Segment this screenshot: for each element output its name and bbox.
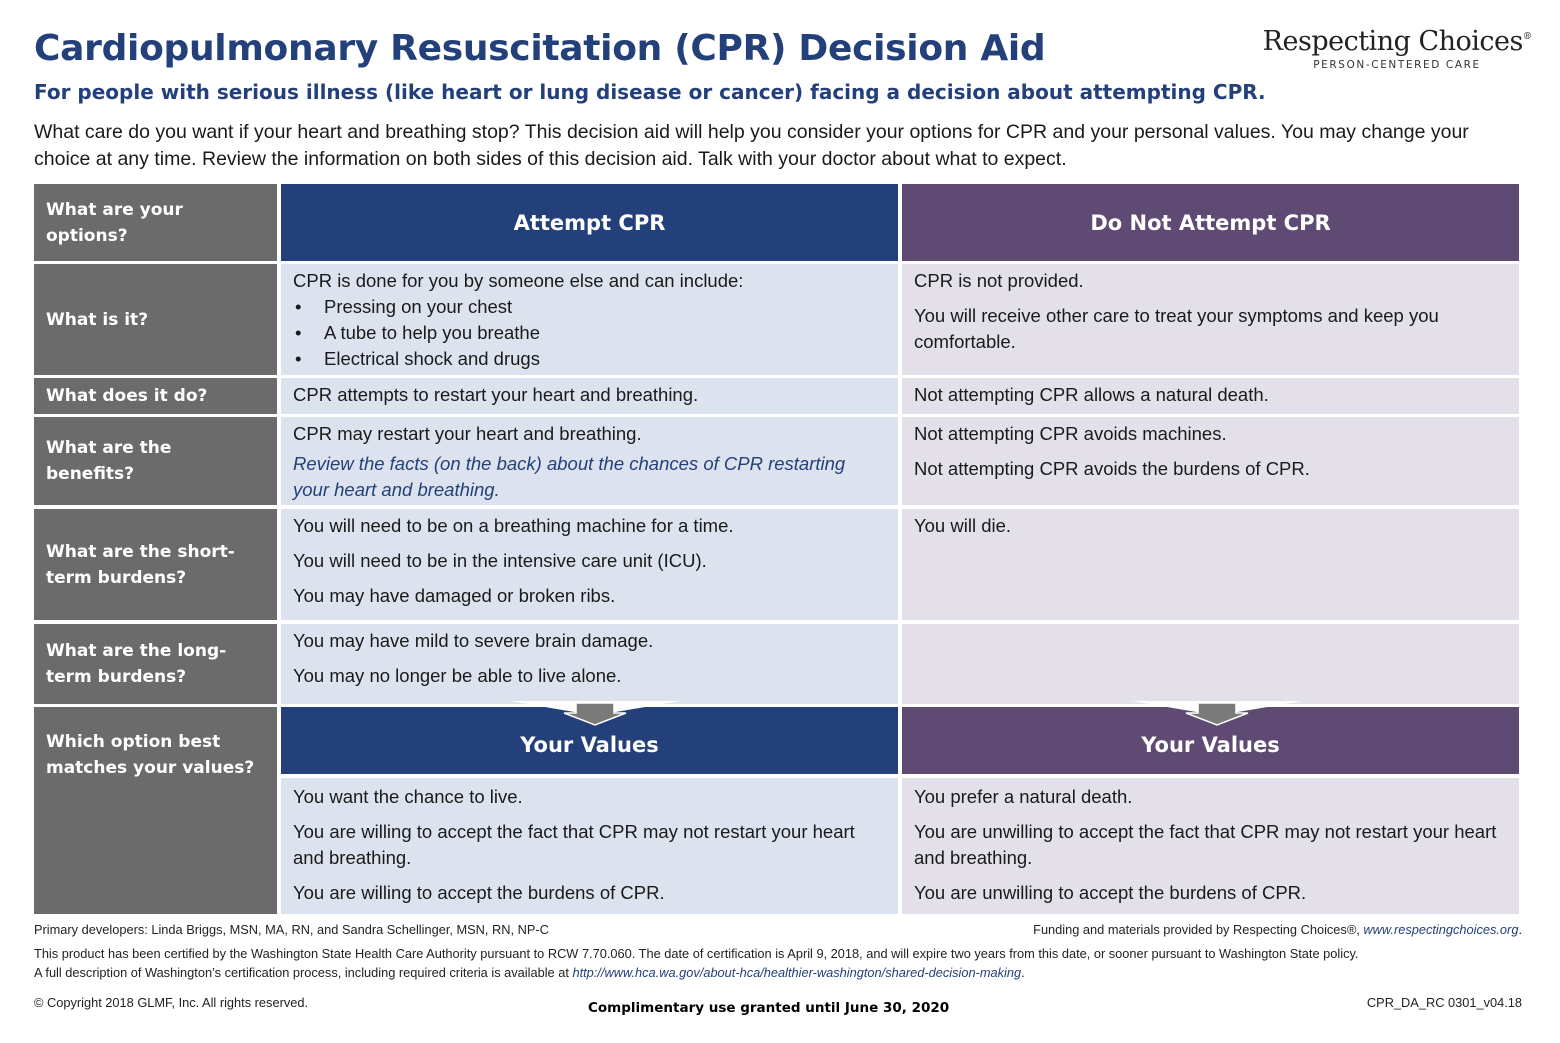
value-item: You are willing to accept the fact that … [293, 821, 855, 868]
dnr-what-is-it-cell: CPR is not provided. You will receive ot… [902, 264, 1519, 375]
cpr-long-term-cell: You may have mild to severe brain damage… [281, 624, 898, 704]
row-label-short-term-burdens: What are the short-term burdens? [34, 509, 277, 620]
respecting-choices-logo: Respecting Choices® PERSON-CENTERED CARE [1262, 26, 1532, 71]
dnr-benefit: Not attempting CPR avoids the burdens of… [914, 458, 1310, 479]
cpr-values-cell: You want the chance to live. You are wil… [281, 778, 898, 914]
funding-text: Funding and materials provided by Respec… [1033, 922, 1364, 937]
option-do-not-attempt-header: Do Not Attempt CPR [902, 184, 1519, 261]
burden-item: You may no longer be able to live alone. [293, 665, 622, 686]
value-item: You want the chance to live. [293, 786, 523, 807]
burden-item: You may have damaged or broken ribs. [293, 585, 616, 606]
logo-tagline: PERSON-CENTERED CARE [1313, 59, 1481, 71]
list-item: Electrical shock and drugs [293, 346, 886, 372]
dnr-what-does-it-do-cell: Not attempting CPR allows a natural deat… [902, 378, 1519, 414]
hca-link[interactable]: http://www.hca.wa.gov/about-hca/healthie… [572, 965, 1022, 980]
dnr-benefits-cell: Not attempting CPR avoids machines. Not … [902, 417, 1519, 505]
cpr-benefit-note: Review the facts (on the back) about the… [293, 453, 846, 500]
respecting-choices-link[interactable]: www.respectingchoices.org [1363, 922, 1519, 937]
funding-credit: Funding and materials provided by Respec… [1033, 922, 1522, 937]
dnr-benefit: Not attempting CPR avoids machines. [914, 423, 1227, 444]
cpr-what-does-it-do-cell: CPR attempts to restart your heart and b… [281, 378, 898, 414]
row-label-what-does-it-do: What does it do? [34, 378, 277, 414]
dnr-comfort-care: You will receive other care to treat you… [914, 305, 1439, 352]
dnr-long-term-cell [902, 624, 1519, 704]
list-item: Pressing on your chest [293, 294, 886, 320]
logo-name: Respecting Choices [1262, 26, 1524, 57]
row-label-long-term-burdens: What are the long-term burdens? [34, 624, 277, 704]
funding-end: . [1518, 922, 1522, 937]
value-item: You are unwilling to accept the fact tha… [914, 821, 1497, 868]
options-row: What are your options? Attempt CPR Do No… [34, 184, 1519, 261]
certification-line-2: A full description of Washington’s certi… [34, 965, 1025, 980]
burden-item: You may have mild to severe brain damage… [293, 630, 654, 651]
short-term-burdens-row: What are the short-term burdens? You wil… [34, 509, 1519, 620]
list-item: A tube to help you breathe [293, 320, 886, 346]
row-label-values: Which option best matches your values? [34, 707, 277, 914]
down-arrow-icon [510, 701, 680, 726]
dnr-short-term-cell: You will die. [902, 509, 1519, 620]
cpr-short-term-cell: You will need to be on a breathing machi… [281, 509, 898, 620]
document-code: CPR_DA_RC 0301_v04.18 [1366, 995, 1522, 1010]
certification-text: A full description of Washington’s certi… [34, 965, 573, 980]
what-does-it-do-row: What does it do? CPR attempts to restart… [34, 378, 1519, 414]
values-row: Which option best matches your values? Y… [34, 701, 1519, 914]
burden-item: You will need to be in the intensive car… [293, 550, 707, 571]
cpr-benefits-cell: CPR may restart your heart and breathing… [281, 417, 898, 505]
certification-end: . [1021, 965, 1025, 980]
value-item: You prefer a natural death. [914, 786, 1133, 807]
developers-credit: Primary developers: Linda Briggs, MSN, M… [34, 922, 549, 937]
certification-line-1: This product has been certified by the W… [34, 946, 1359, 961]
cpr-what-is-it-cell: CPR is done for you by someone else and … [281, 264, 898, 375]
page-title: Cardiopulmonary Resuscitation (CPR) Deci… [34, 28, 1046, 69]
row-label-what-is-it: What is it? [34, 264, 277, 375]
logo-wordmark: Respecting Choices® [1262, 26, 1532, 57]
intro-paragraph: What care do you want if your heart and … [34, 121, 1469, 170]
dnr-definition: CPR is not provided. [914, 270, 1084, 291]
what-is-it-row: What is it? CPR is done for you by someo… [34, 264, 1519, 375]
down-arrow-icon [1132, 701, 1302, 726]
dnr-values-cell: You prefer a natural death. You are unwi… [902, 778, 1519, 914]
value-item: You are willing to accept the burdens of… [293, 882, 665, 903]
burden-item: You will need to be on a breathing machi… [293, 515, 734, 536]
complimentary-use-notice: Complimentary use granted until June 30,… [588, 1000, 950, 1016]
logo-registered-mark: ® [1522, 32, 1532, 42]
long-term-burdens-row: What are the long-term burdens? You may … [34, 624, 1519, 704]
row-label-options: What are your options? [34, 184, 277, 261]
cpr-benefit: CPR may restart your heart and breathing… [293, 423, 642, 444]
row-label-benefits: What are the benefits? [34, 417, 277, 505]
benefits-row: What are the benefits? CPR may restart y… [34, 417, 1519, 505]
value-item: You are unwilling to accept the burdens … [914, 882, 1307, 903]
option-attempt-cpr-header: Attempt CPR [281, 184, 898, 261]
cpr-definition: CPR is done for you by someone else and … [293, 270, 744, 291]
copyright: © Copyright 2018 GLMF, Inc. All rights r… [34, 995, 309, 1010]
page-subtitle: For people with serious illness (like he… [34, 80, 1266, 104]
